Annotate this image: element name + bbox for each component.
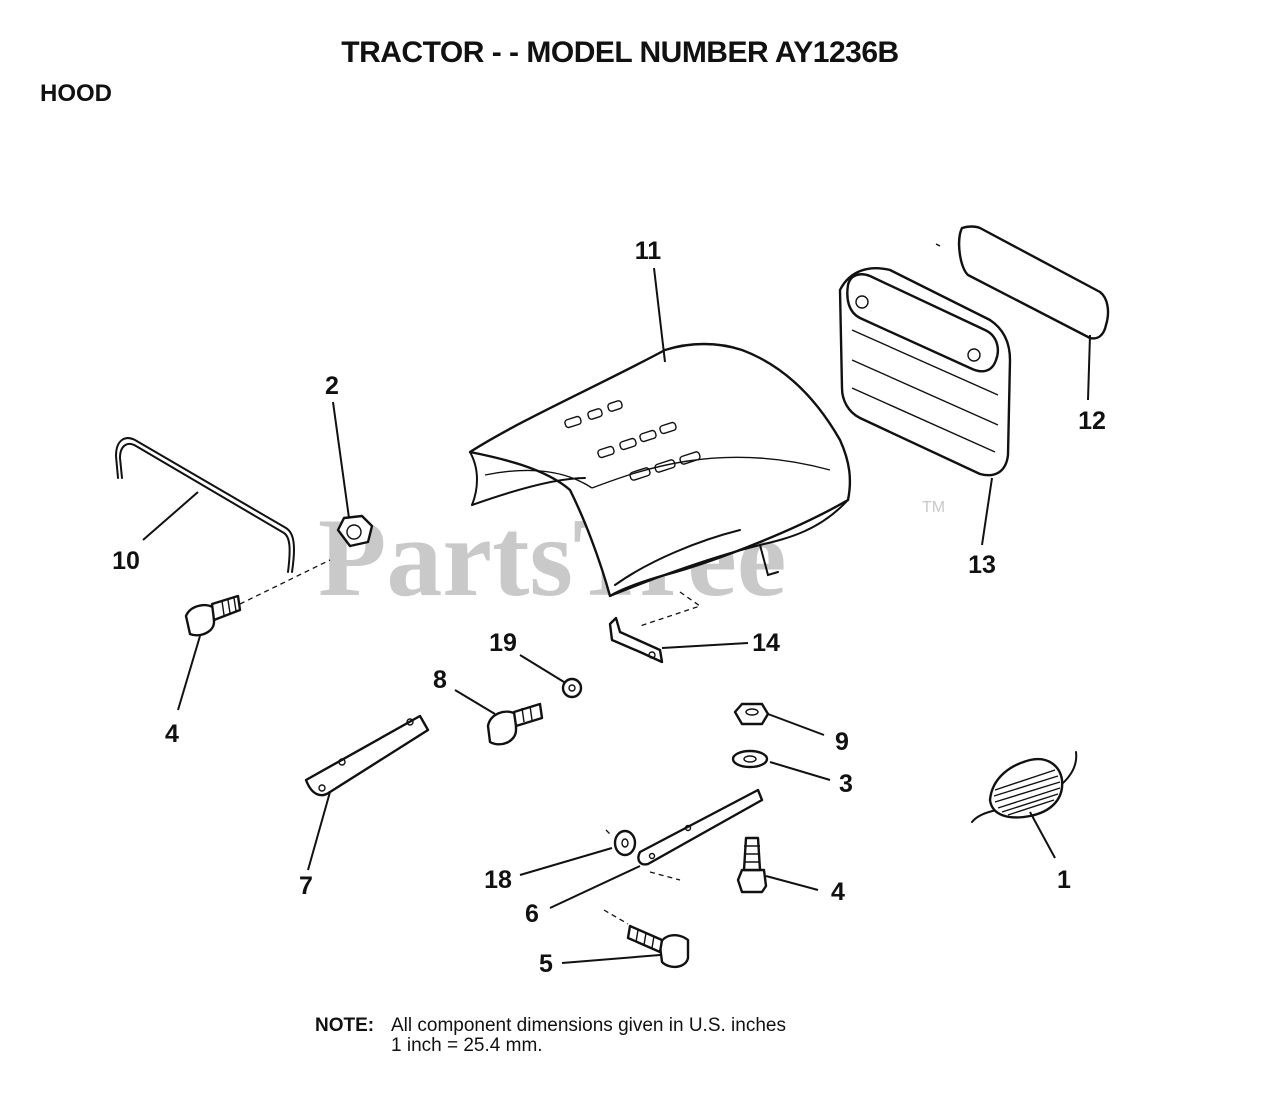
leader-8	[454, 689, 496, 715]
watermark-trademark: TM	[922, 499, 945, 516]
callout-7: 7	[299, 872, 313, 900]
callout-8: 8	[433, 666, 447, 694]
leader-1	[1029, 811, 1056, 859]
callout-14: 14	[752, 629, 780, 657]
nut-part-2	[336, 514, 374, 548]
callout-4-left: 4	[165, 720, 179, 748]
callout-9: 9	[835, 728, 849, 756]
leader-2	[332, 401, 350, 519]
washer-part-18	[613, 829, 637, 857]
callout-10: 10	[112, 547, 140, 575]
leader-13	[981, 477, 993, 546]
hood-part	[468, 342, 852, 598]
spring-part-1	[971, 751, 1078, 823]
callout-13: 13	[968, 551, 996, 579]
callout-18: 18	[484, 866, 512, 894]
leader-3	[769, 761, 831, 781]
nut-part-9	[733, 702, 770, 726]
leader-9	[767, 713, 825, 736]
leader-4-left	[177, 635, 201, 711]
callout-3: 3	[839, 770, 853, 798]
callout-6: 6	[525, 900, 539, 928]
callout-19: 19	[489, 629, 517, 657]
emblem-part	[935, 225, 1110, 340]
dimensions-note: NOTE: All component dimensions given in U…	[315, 1016, 786, 1056]
note-line-2: 1 inch = 25.4 mm.	[391, 1035, 543, 1056]
bracket-part-14	[608, 616, 664, 664]
leader-7	[307, 791, 331, 871]
bolt-part-4-lower	[736, 836, 768, 894]
callout-2: 2	[325, 372, 339, 400]
page-title: TRACTOR - - MODEL NUMBER AY1236B	[341, 36, 899, 69]
bracket-part-7	[304, 714, 430, 797]
note-label: NOTE:	[315, 1015, 375, 1036]
leader-11	[653, 267, 666, 363]
callout-1: 1	[1057, 866, 1071, 894]
leader-10	[142, 491, 199, 541]
leader-5	[561, 954, 661, 964]
note-line-1: All component dimensions given in U.S. i…	[391, 1015, 786, 1036]
grille-part	[838, 267, 1012, 477]
leader-4-lower	[765, 875, 819, 891]
callout-12: 12	[1078, 407, 1106, 435]
callout-11: 11	[635, 237, 662, 265]
leader-14	[661, 642, 749, 649]
hood-rod-part	[114, 437, 295, 573]
callout-4-lower: 4	[831, 878, 845, 906]
bolt-part-8	[486, 702, 544, 746]
leader-12	[1087, 334, 1091, 401]
callout-5: 5	[539, 950, 553, 978]
lock-washer-part-19	[561, 677, 583, 699]
bolt-part-4-left	[184, 594, 242, 637]
section-title: HOOD	[40, 80, 112, 107]
leader-19	[519, 654, 565, 683]
bolt-part-5	[626, 924, 690, 969]
washer-part-3	[731, 749, 769, 769]
leader-18	[519, 847, 613, 876]
link-part-6	[637, 788, 764, 866]
leader-6	[549, 865, 641, 909]
